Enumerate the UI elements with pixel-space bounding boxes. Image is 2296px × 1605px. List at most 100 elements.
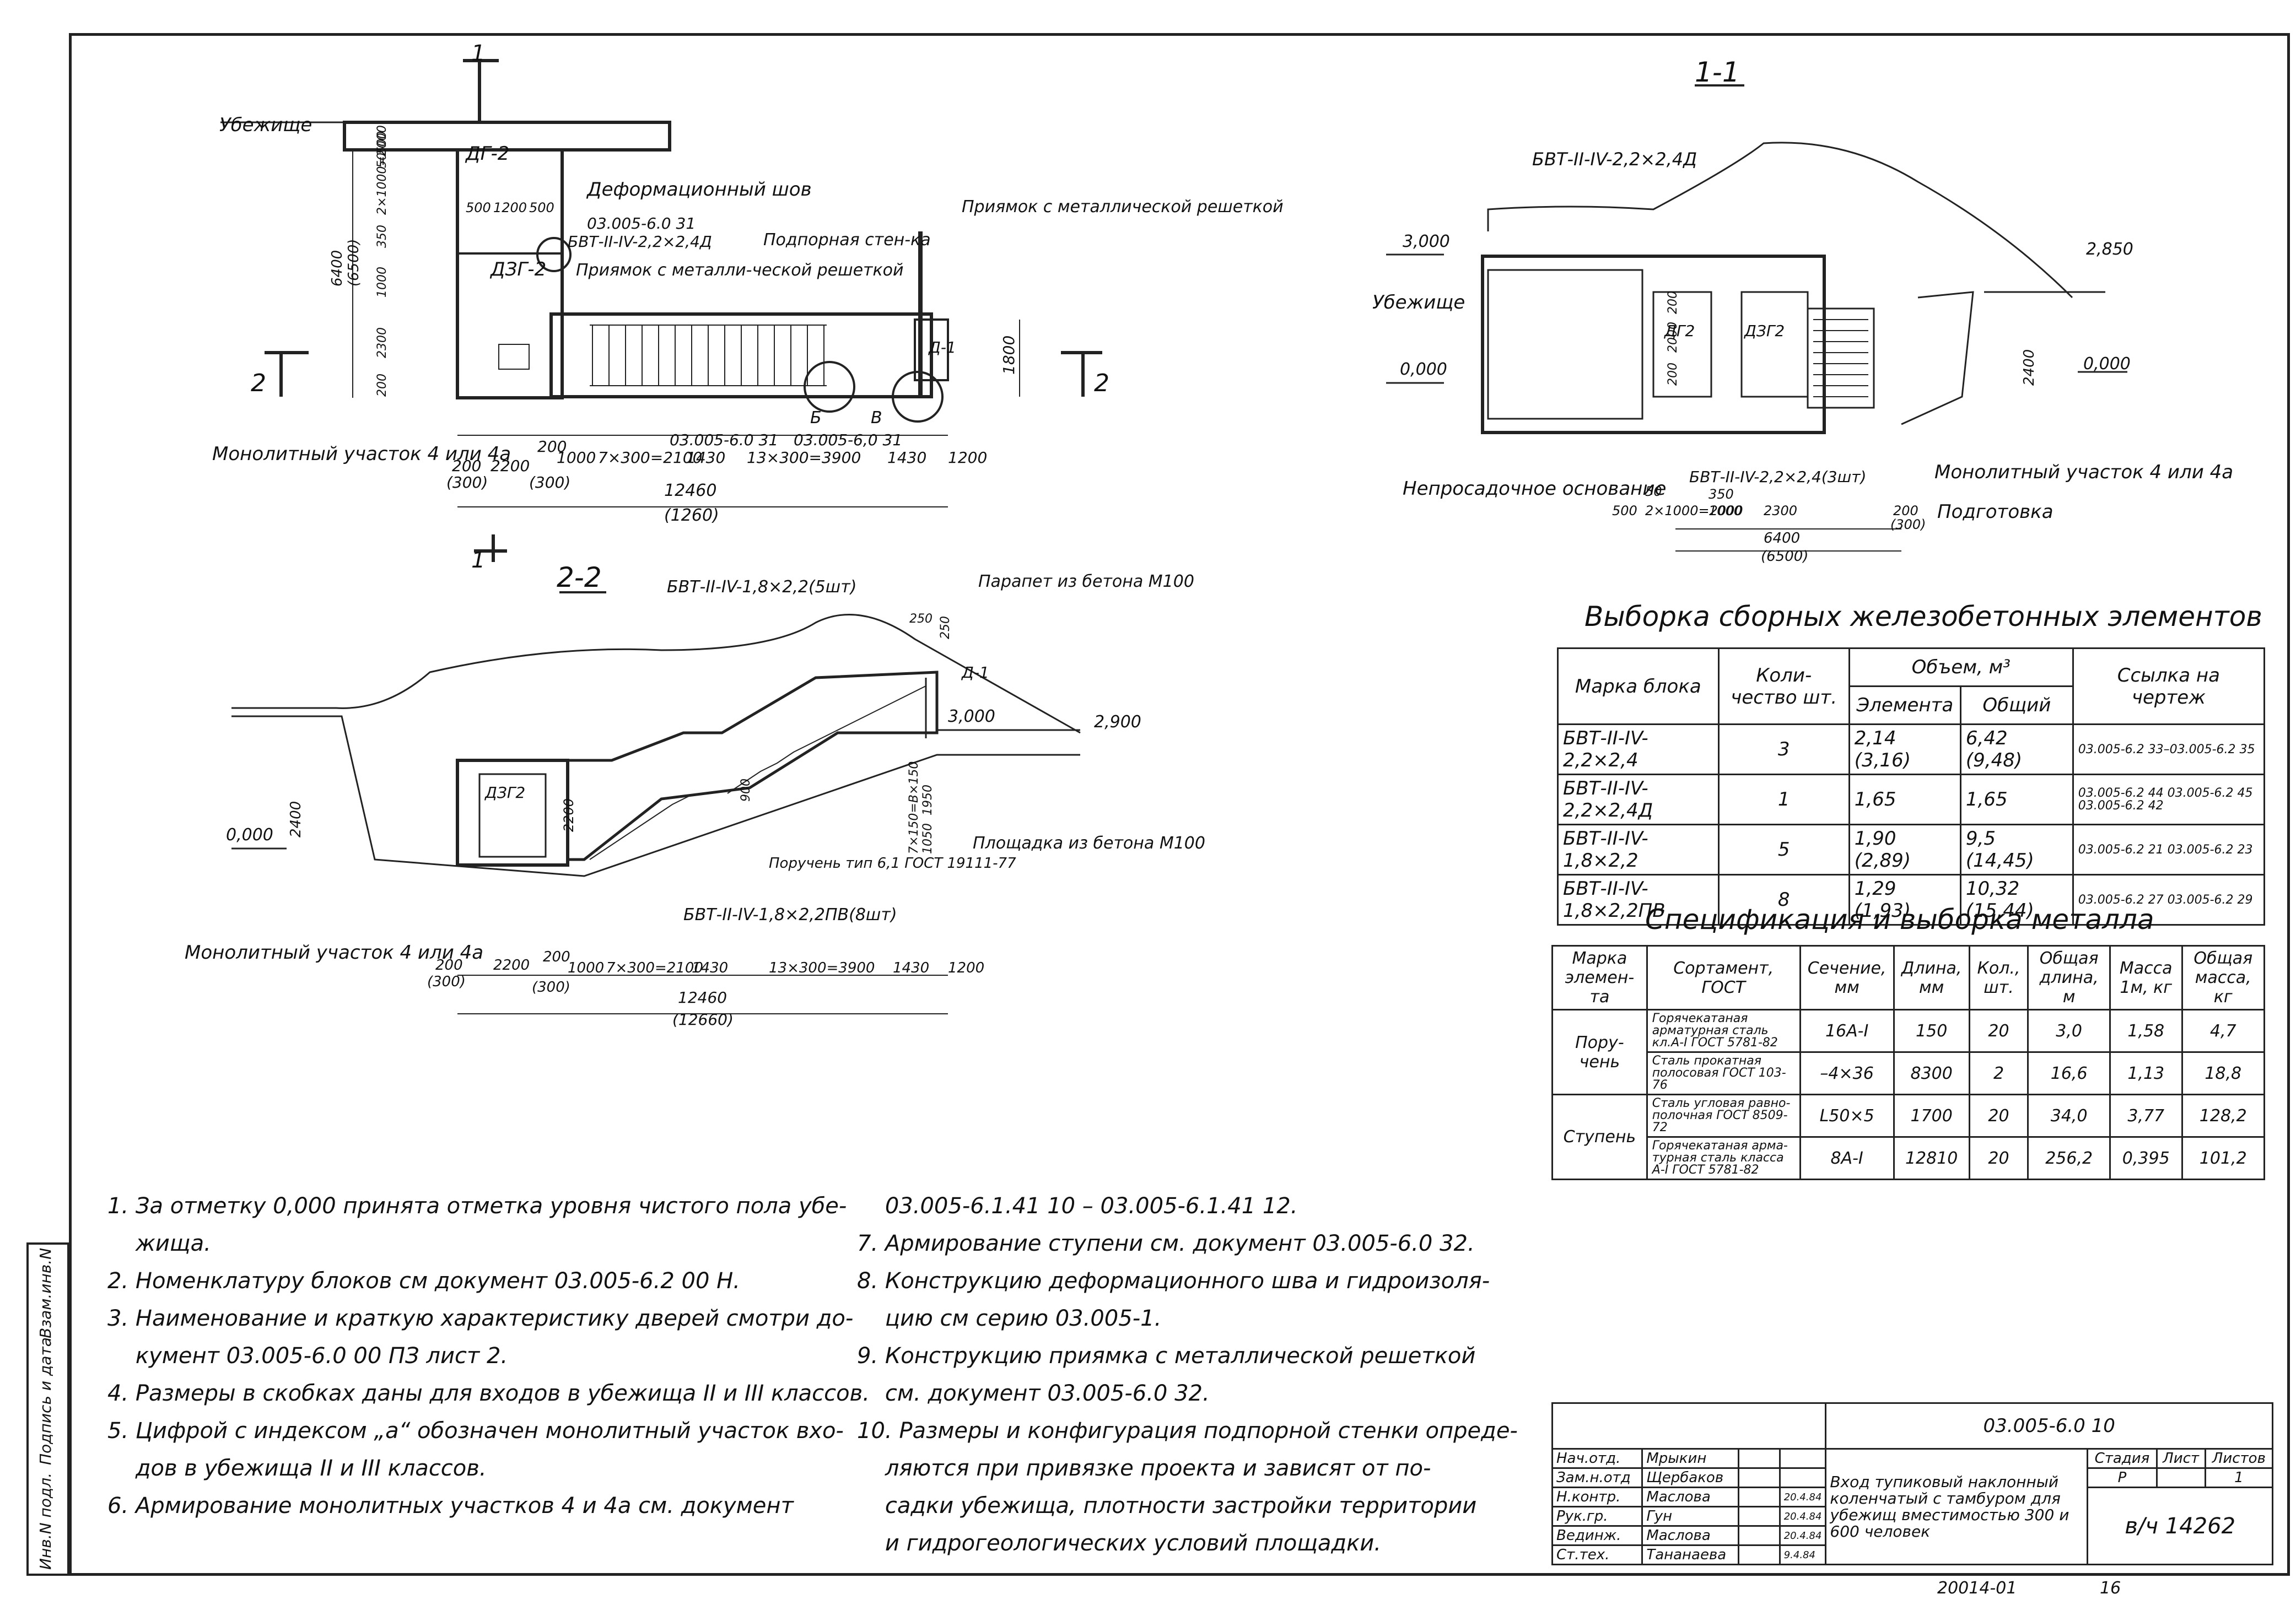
precast-cell: 03.005-6.2 44 03.005-6.2 45 03.005-6.2 4… [2072,774,2266,825]
plan-dim-bottom-2: 2200 [491,457,530,475]
section-11-drawing [1386,84,2127,552]
section-22-mark-2900: 2,900 [1094,712,1141,732]
section-11-dim-1: 50 [1645,484,1662,499]
section-22-stair-dims: 7×150=В×150 [907,761,921,854]
section-11-monolithic: Монолитный участок 4 или 4а [1934,461,2233,483]
metal-cell: 3,77 [2109,1094,2183,1138]
sheet-label: Лист [2155,1448,2206,1469]
metal-cell: Сталь прокатная полосовая ГОСТ 103-76 [1646,1051,1801,1095]
plan-dim-v-0: 6400 [329,250,346,287]
note-line: см. документ 03.005-6.0 32. [857,1381,1210,1406]
plan-dim-bottom-1: (300) [446,473,488,491]
person-role: Зам.н.отд [1551,1467,1643,1488]
note-line: дов в убежища II и III классов. [107,1456,487,1481]
section-22-dim-7: 1430 [692,960,728,976]
section-11-mark-0000-right: 0,000 [2083,354,2131,374]
metal-table-caption: Спецификация и выборка металла [1645,904,2154,936]
section-11-dim-4: 1000 [1708,503,1742,518]
metal-cell: Горячекатаная арма-турная сталь класса А… [1646,1136,1801,1180]
section-11-dim-5: 2300 [1764,503,1797,518]
plan-dim-v-3: 500 [375,131,389,154]
metal-cell: 1,58 [2109,1009,2183,1053]
plan-ref-31: 03.005-6.0 31 [670,431,778,449]
precast-cell: 03.005-6.2 27 03.005-6.2 29 [2072,874,2266,926]
plan-dim-bottom-8: 13×300=3900 [747,448,861,467]
note-line: жища. [107,1231,211,1256]
metal-header: Сечение, мм [1799,945,1895,1010]
metal-cell: –4×36 [1799,1051,1895,1095]
title-text: Вход тупиковый наклонный коленчатый с та… [1825,1448,2089,1565]
table-row: БВТ-II-IV-1,8×2,2 5 1,90 (2,89) 9,5 (14,… [1557,824,2266,876]
plan-deformation-joint: Деформационный шов [586,179,812,201]
precast-table-caption: Выборка сборных железобетонных элементов [1584,601,2262,633]
sheets-value: 1 [2204,1467,2274,1488]
note-line: 6. Армирование монолитных участков 4 и 4… [107,1493,794,1518]
person-name: Гун [1641,1506,1739,1527]
footer-code: 20014-01 [1937,1579,2017,1598]
plan-block-ref: БВТ-II-IV-2,2×2,4Д [568,233,712,251]
precast-cell: 8 [1717,874,1850,926]
note-line: кумент 03.005-6.0 00 ПЗ лист 2. [107,1343,508,1369]
section-22-dim-2400: 2400 [288,801,304,837]
precast-cell: БВТ-II-IV-2,2×2,4Д [1557,774,1720,825]
precast-cell: 1,90 (2,89) [1848,824,1961,876]
plan-dim-bottom-5: 1000 [557,448,596,467]
plan-section-mark-1: 1 [471,41,485,66]
section-22-dim-1950: 1950 [921,785,935,815]
precast-cell: 1 [1717,774,1850,825]
date: 20.4.84 [1778,1506,1827,1527]
org-name: в/ч 14262 [2087,1487,2273,1565]
note-line: и гидрогеологических условий площадки. [857,1531,1381,1556]
section-22-drawing [231,591,1081,1014]
person-role: Н.контр. [1551,1487,1643,1507]
section-22-mark-3000: 3,000 [948,707,995,726]
precast-subheader-total: Общий [1959,685,2074,725]
person-name: Тананаева [1641,1544,1739,1565]
stage-label: Стадия [2087,1448,2158,1469]
notes-left: 1. За отметку 0,000 принята отметка уров… [107,1187,870,1525]
metal-cell: 1,13 [2109,1051,2183,1095]
metal-cell: 101,2 [2181,1136,2265,1180]
section-22-dim-1050: 1050 [921,823,935,854]
section-22-dim-5: 1000 [568,960,604,976]
plan-section-mark-2: 2 [251,369,266,397]
table-row: Ступень Сталь угловая равно-полочная ГОС… [1551,1094,2265,1180]
plan-dim-bottom-3: 200 [537,437,567,456]
section-22-dim-250b: 250 [939,616,952,639]
section-22-dim-2: 2200 [493,957,530,974]
plan-pit-metal-grating: Приямок с металлической решеткой [962,197,1284,217]
section-22-door-dzg2: ДЗГ2 [484,783,525,802]
section-11-shelter: Убежище [1372,291,1465,314]
plan-dim-total: 12460 [664,481,716,500]
plan-dim-bottom-4: (300) [529,473,570,491]
metal-cell: 12810 [1893,1136,1970,1180]
section-22-monolithic: Монолитный участок 4 или 4а [185,942,483,964]
precast-header-ref: Ссылка на чертеж [2072,647,2266,725]
precast-header-volume: Объем, м³ [1848,647,2074,687]
metal-cell: 0,395 [2109,1136,2183,1180]
section-11-foundation: Непросадочное основание [1403,478,1666,500]
plan-door-dg2: ДГ-2 [465,143,509,165]
sheet-frame [69,33,2290,1576]
plan-dim-v-5: 350 [375,225,389,248]
metal-cell: Горячекатаная арматурная сталь кл.А-I ГО… [1646,1009,1801,1053]
precast-cell: 6,42 (9,48) [1959,723,2074,775]
section-22-dim-900: 900 [739,779,753,802]
plan-joint-ref: 03.005-6.0 31 [587,214,696,233]
plan-section-mark-1b: 1 [471,548,485,573]
plan-dim-inner-0: 500 [466,200,491,215]
plan-dim-1800: 1800 [1000,336,1018,375]
precast-cell: БВТ-II-IV-1,8×2,2ПВ [1557,874,1720,926]
footer-page: 16 [2100,1579,2121,1598]
metal-cell: 20 [1968,1094,2029,1138]
metal-table: Марка элемен-та Сортамент, ГОСТ Сечение,… [1551,945,2265,1180]
section-11-mark-2850: 2,850 [2086,240,2133,259]
left-stamp-strip: Инв.N подл. Подпись и дата Взам.инв.N [26,1242,69,1576]
person-name: Мрыкин [1641,1448,1739,1469]
table-row: БВТ-II-IV-2,2×2,4 3 2,14 (3,16) 6,42 (9,… [1557,723,2266,775]
section-22-dim-8: 13×300=3900 [769,960,875,976]
plan-dim-total-alt: (1260) [664,506,719,525]
section-22-dim-9: 1430 [893,960,929,976]
plan-callout-v: В [871,408,882,428]
